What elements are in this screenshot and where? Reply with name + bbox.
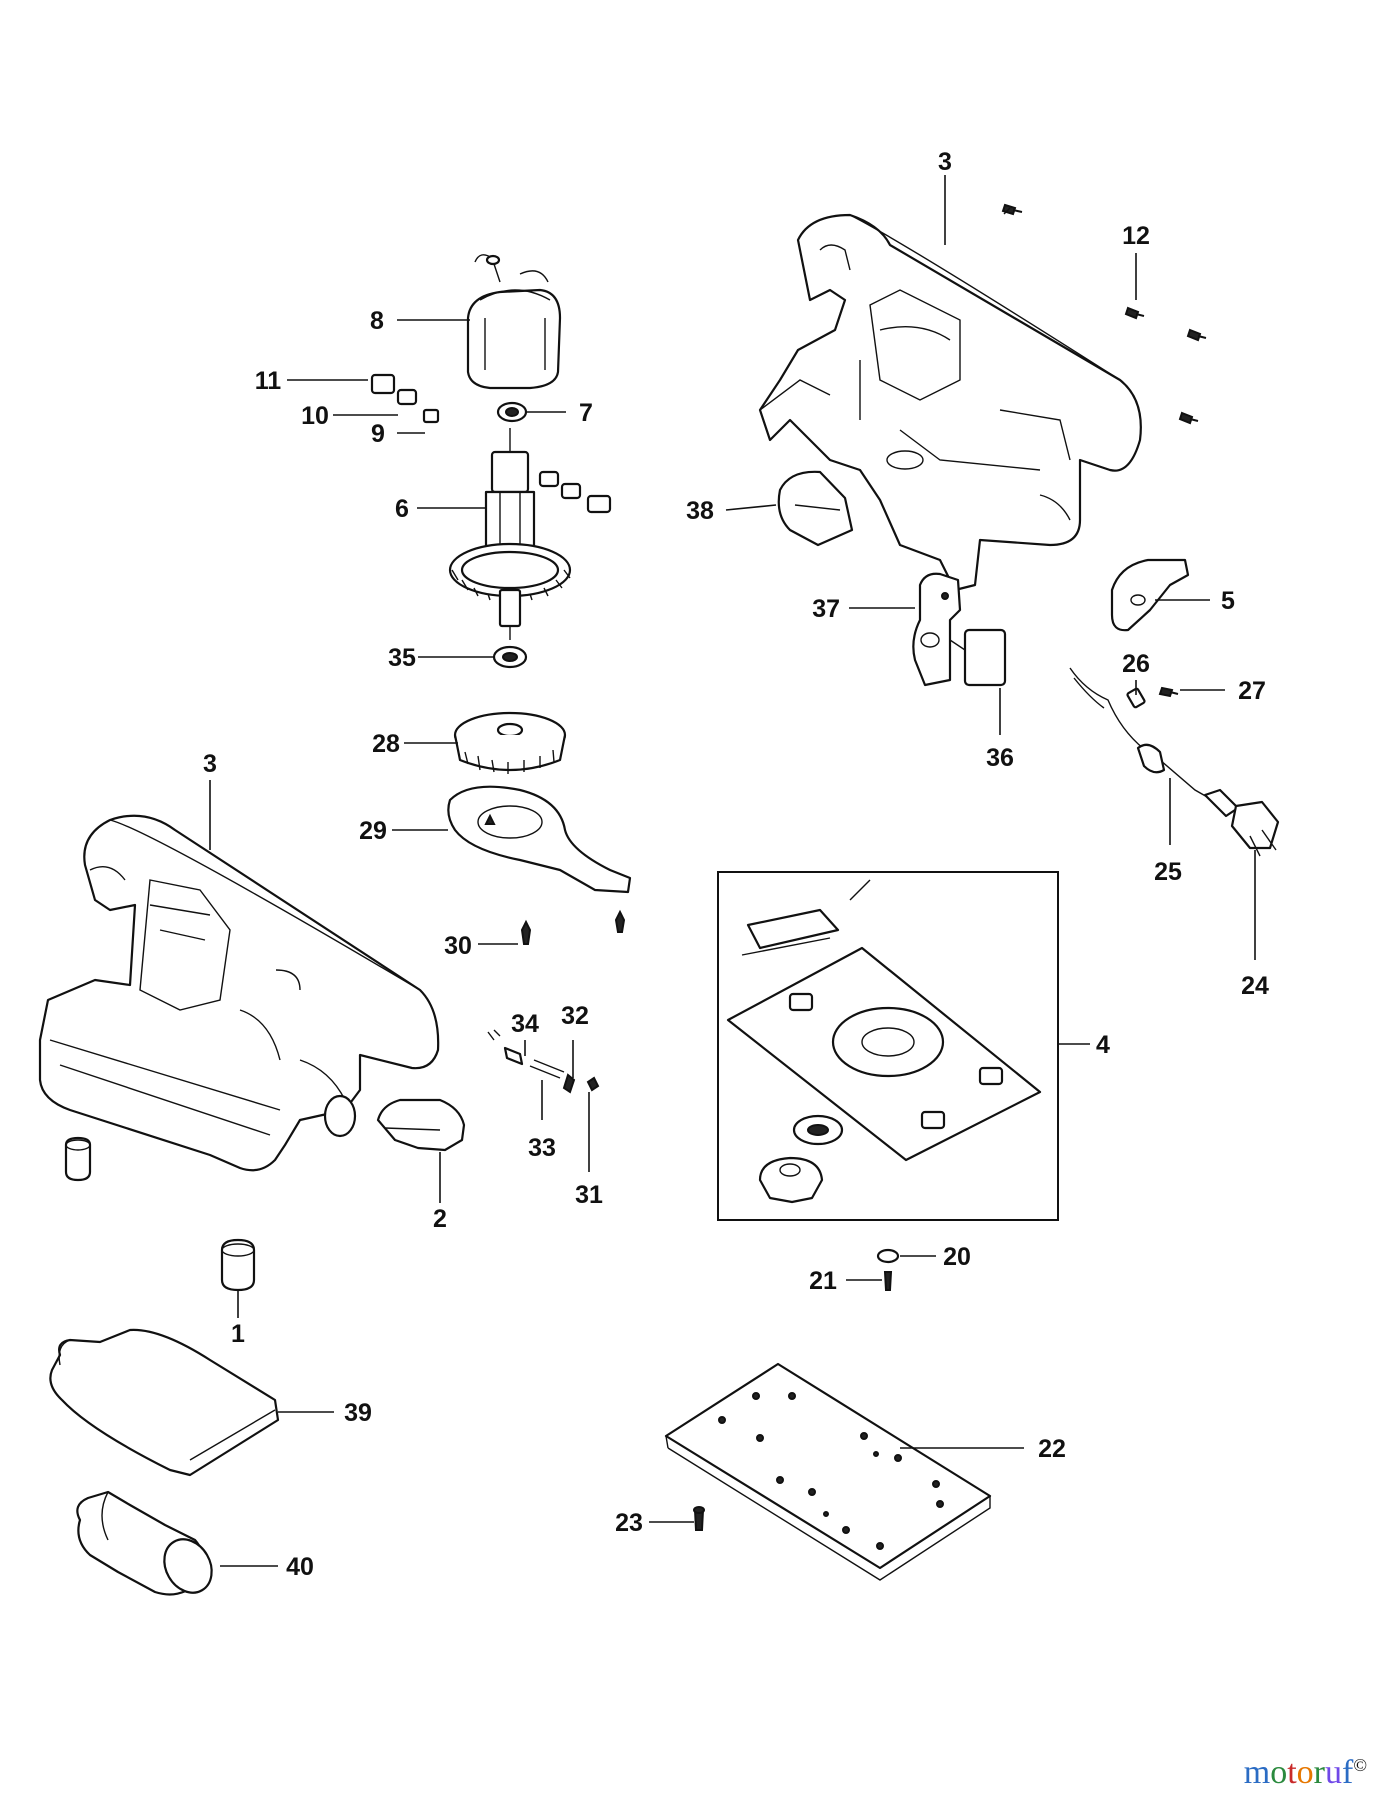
- callout-20: 20: [943, 1243, 971, 1271]
- callout-36: 36: [986, 744, 1014, 772]
- part-clip-38: [777, 470, 854, 547]
- group-box-base-assembly: [717, 871, 1059, 1221]
- callout-1: 1: [231, 1320, 245, 1348]
- watermark-letter: f: [1341, 1754, 1354, 1791]
- part-cap-1: [220, 1238, 256, 1292]
- watermark-letter: m: [1243, 1754, 1271, 1791]
- part-fan-gear: [453, 711, 567, 774]
- watermark-letter: u: [1324, 1754, 1342, 1791]
- callout-37: 37: [812, 595, 840, 623]
- callout-9: 9: [371, 420, 385, 448]
- part-sanding-pad: [664, 1362, 992, 1581]
- part-brush-holder-9-10-11: [370, 373, 440, 424]
- callout-8: 8: [370, 307, 384, 335]
- callout-21: 21: [809, 1267, 837, 1295]
- part-bearing-35: [492, 645, 528, 669]
- callout-40: 40: [286, 1553, 314, 1581]
- callout-3-left: 3: [203, 750, 217, 778]
- callout-11: 11: [255, 367, 282, 395]
- callout-27: 27: [1238, 677, 1266, 705]
- watermark-letter: r: [1313, 1754, 1325, 1791]
- part-housing-right: [758, 213, 1142, 592]
- motoruf-watermark: motoruf©: [1244, 1754, 1367, 1792]
- callout-35: 35: [388, 644, 416, 672]
- part-washer-screw-20-21: [876, 1248, 900, 1291]
- callout-10: 10: [301, 402, 329, 430]
- callout-5: 5: [1221, 587, 1235, 615]
- callout-29: 29: [359, 817, 387, 845]
- part-housing-left: [38, 814, 440, 1172]
- callout-7: 7: [579, 399, 593, 427]
- part-screw-23: [693, 1506, 705, 1531]
- part-dust-bag: [49, 1328, 280, 1477]
- part-field-stator: [466, 254, 562, 390]
- part-bearing-7: [496, 401, 528, 423]
- callout-25: 25: [1154, 858, 1182, 886]
- callout-4: 4: [1096, 1031, 1110, 1059]
- part-trigger-cover: [1110, 558, 1190, 632]
- part-adaptor: [76, 1490, 213, 1596]
- part-plug-left: [64, 1136, 92, 1182]
- part-armature: [448, 428, 612, 640]
- callout-2: 2: [433, 1205, 447, 1233]
- leader-lines: [209, 175, 1256, 1567]
- callout-34: 34: [511, 1010, 539, 1038]
- callout-22: 22: [1038, 1435, 1066, 1463]
- watermark-letter: o: [1270, 1754, 1288, 1791]
- callout-32: 32: [561, 1002, 589, 1030]
- callout-31: 31: [575, 1181, 603, 1209]
- part-spring-set: [487, 1029, 600, 1094]
- part-base-plate: [447, 785, 632, 894]
- callout-26: 26: [1122, 650, 1150, 678]
- watermark-letter: t: [1287, 1754, 1297, 1791]
- part-cord-plug: [1069, 667, 1280, 857]
- callout-12: 12: [1122, 222, 1150, 250]
- callout-28: 28: [372, 730, 400, 758]
- part-dust-flap: [376, 1098, 466, 1152]
- callout-24: 24: [1241, 972, 1269, 1000]
- part-screw-30: [520, 909, 626, 945]
- part-screws-12: [1001, 203, 1207, 425]
- callout-6: 6: [395, 495, 409, 523]
- callout-39: 39: [344, 1399, 372, 1427]
- callout-33: 33: [528, 1134, 556, 1162]
- callout-38: 38: [686, 497, 714, 525]
- callout-labels: 3 12 8 11 10 9 7 6 38 37 5 36 26 27 25 2…: [203, 148, 1269, 1581]
- watermark-badge: ©: [1353, 1754, 1367, 1775]
- part-switch: [912, 572, 1007, 687]
- callout-3-right: 3: [938, 148, 952, 176]
- callout-30: 30: [444, 932, 472, 960]
- callout-23: 23: [615, 1509, 643, 1537]
- watermark-letter: o: [1296, 1754, 1314, 1791]
